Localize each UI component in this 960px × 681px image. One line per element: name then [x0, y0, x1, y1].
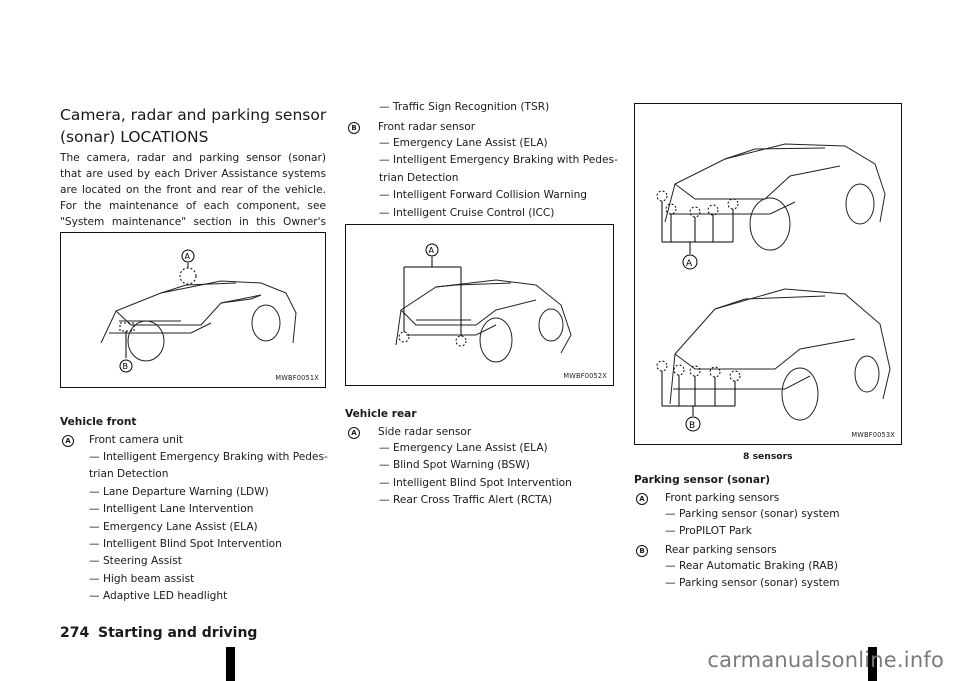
front-label-a: A	[185, 252, 191, 261]
parking-sensors-illustration: A B	[656, 143, 891, 432]
list-item: — High beam assist	[89, 572, 195, 585]
front-label-b: B	[123, 362, 129, 371]
page-number: 274	[60, 625, 90, 641]
list-item: — Rear Cross Traffic Alert (RCTA)	[379, 494, 553, 507]
figure-front-camera-radar: A B MWBF0051X	[60, 232, 326, 388]
front-camera-unit-label: Front camera unit	[89, 434, 184, 446]
edge-bar-right	[868, 647, 877, 681]
list-item: — Lane Departure Warning (LDW)	[89, 485, 269, 498]
list-item: — Adaptive LED headlight	[89, 590, 228, 603]
watermark: carmanualsonline.info	[707, 648, 944, 672]
vehicle-front-heading: Vehicle front	[60, 416, 137, 428]
list-item: — Traffic Sign Recognition (TSR)	[379, 101, 550, 113]
list-item: — Intelligent Lane Intervention	[89, 503, 254, 516]
figure-caption: 8 sensors	[743, 451, 793, 462]
sensors-label-a: A	[686, 259, 693, 269]
side-radar-sensor-label: Side radar sensor	[378, 426, 472, 438]
list-item: — Intelligent Forward Collision Warning	[379, 189, 588, 202]
list-item: — Intelligent Emergency Braking with Ped…	[89, 451, 328, 463]
figure-parking-sensors: A B MWBF0053X	[634, 103, 902, 445]
list-item: — Intelligent Blind Spot Intervention	[89, 538, 282, 551]
badge-a: A	[348, 427, 360, 439]
badge-b: B	[636, 545, 648, 557]
badge-a: A	[62, 435, 74, 447]
figure-code: MWBF0052X	[563, 372, 607, 380]
rear-parking-list: — Rear Automatic Braking (RAB) — Parking…	[665, 558, 840, 593]
list-item: — ProPILOT Park	[665, 525, 752, 538]
figure-rear-side-radar: A MWBF0052X	[345, 224, 614, 386]
list-item: — Blind Spot Warning (BSW)	[379, 459, 530, 472]
list-item: — Emergency Lane Assist (ELA)	[89, 520, 258, 533]
front-radar-list: — Emergency Lane Assist (ELA) — Intellig…	[379, 135, 618, 222]
list-item: trian Detection	[89, 468, 169, 481]
side-radar-list: — Emergency Lane Assist (ELA) — Blind Sp…	[379, 440, 572, 510]
list-item: — Intelligent Blind Spot Intervention	[379, 476, 572, 489]
edge-bar-left	[226, 647, 235, 681]
list-item: trian Detection	[379, 171, 459, 184]
badge-b: B	[348, 122, 360, 134]
rear-label-a: A	[429, 246, 435, 255]
front-parking-list: — Parking sensor (sonar) system — ProPIL…	[665, 506, 840, 541]
rear-parking-sensors-label: Rear parking sensors	[665, 544, 777, 556]
vehicle-rear-heading: Vehicle rear	[345, 408, 417, 420]
list-item: — Emergency Lane Assist (ELA)	[379, 137, 548, 149]
sensors-label-b: B	[689, 421, 695, 431]
list-item: — Parking sensor (sonar) system	[665, 508, 840, 520]
front-camera-list: — Intelligent Emergency Braking with Ped…	[89, 449, 328, 606]
list-item: — Parking sensor (sonar) system	[665, 577, 840, 590]
car-front-illustration: A B	[100, 249, 297, 373]
badge-a: A	[636, 493, 648, 505]
list-item: — Intelligent Cruise Control (ICC)	[379, 206, 555, 219]
parking-sensor-heading: Parking sensor (sonar)	[634, 474, 771, 486]
front-radar-sensor-label: Front radar sensor	[378, 121, 476, 133]
front-camera-list-continued: — Traffic Sign Recognition (TSR)	[379, 99, 549, 116]
front-parking-sensors-label: Front parking sensors	[665, 492, 780, 504]
list-item: — Emergency Lane Assist (ELA)	[379, 442, 548, 454]
figure-code: MWBF0051X	[275, 374, 319, 382]
section-title: Camera, radar and parking sensor (sonar)…	[60, 106, 327, 146]
chapter-title: Starting and driving	[98, 625, 258, 641]
list-item: — Intelligent Emergency Braking with Ped…	[379, 154, 618, 167]
list-item: — Rear Automatic Braking (RAB)	[665, 560, 838, 572]
figure-code: MWBF0053X	[851, 431, 895, 439]
car-rear-illustration: A	[395, 243, 572, 363]
list-item: — Steering Assist	[89, 555, 182, 568]
